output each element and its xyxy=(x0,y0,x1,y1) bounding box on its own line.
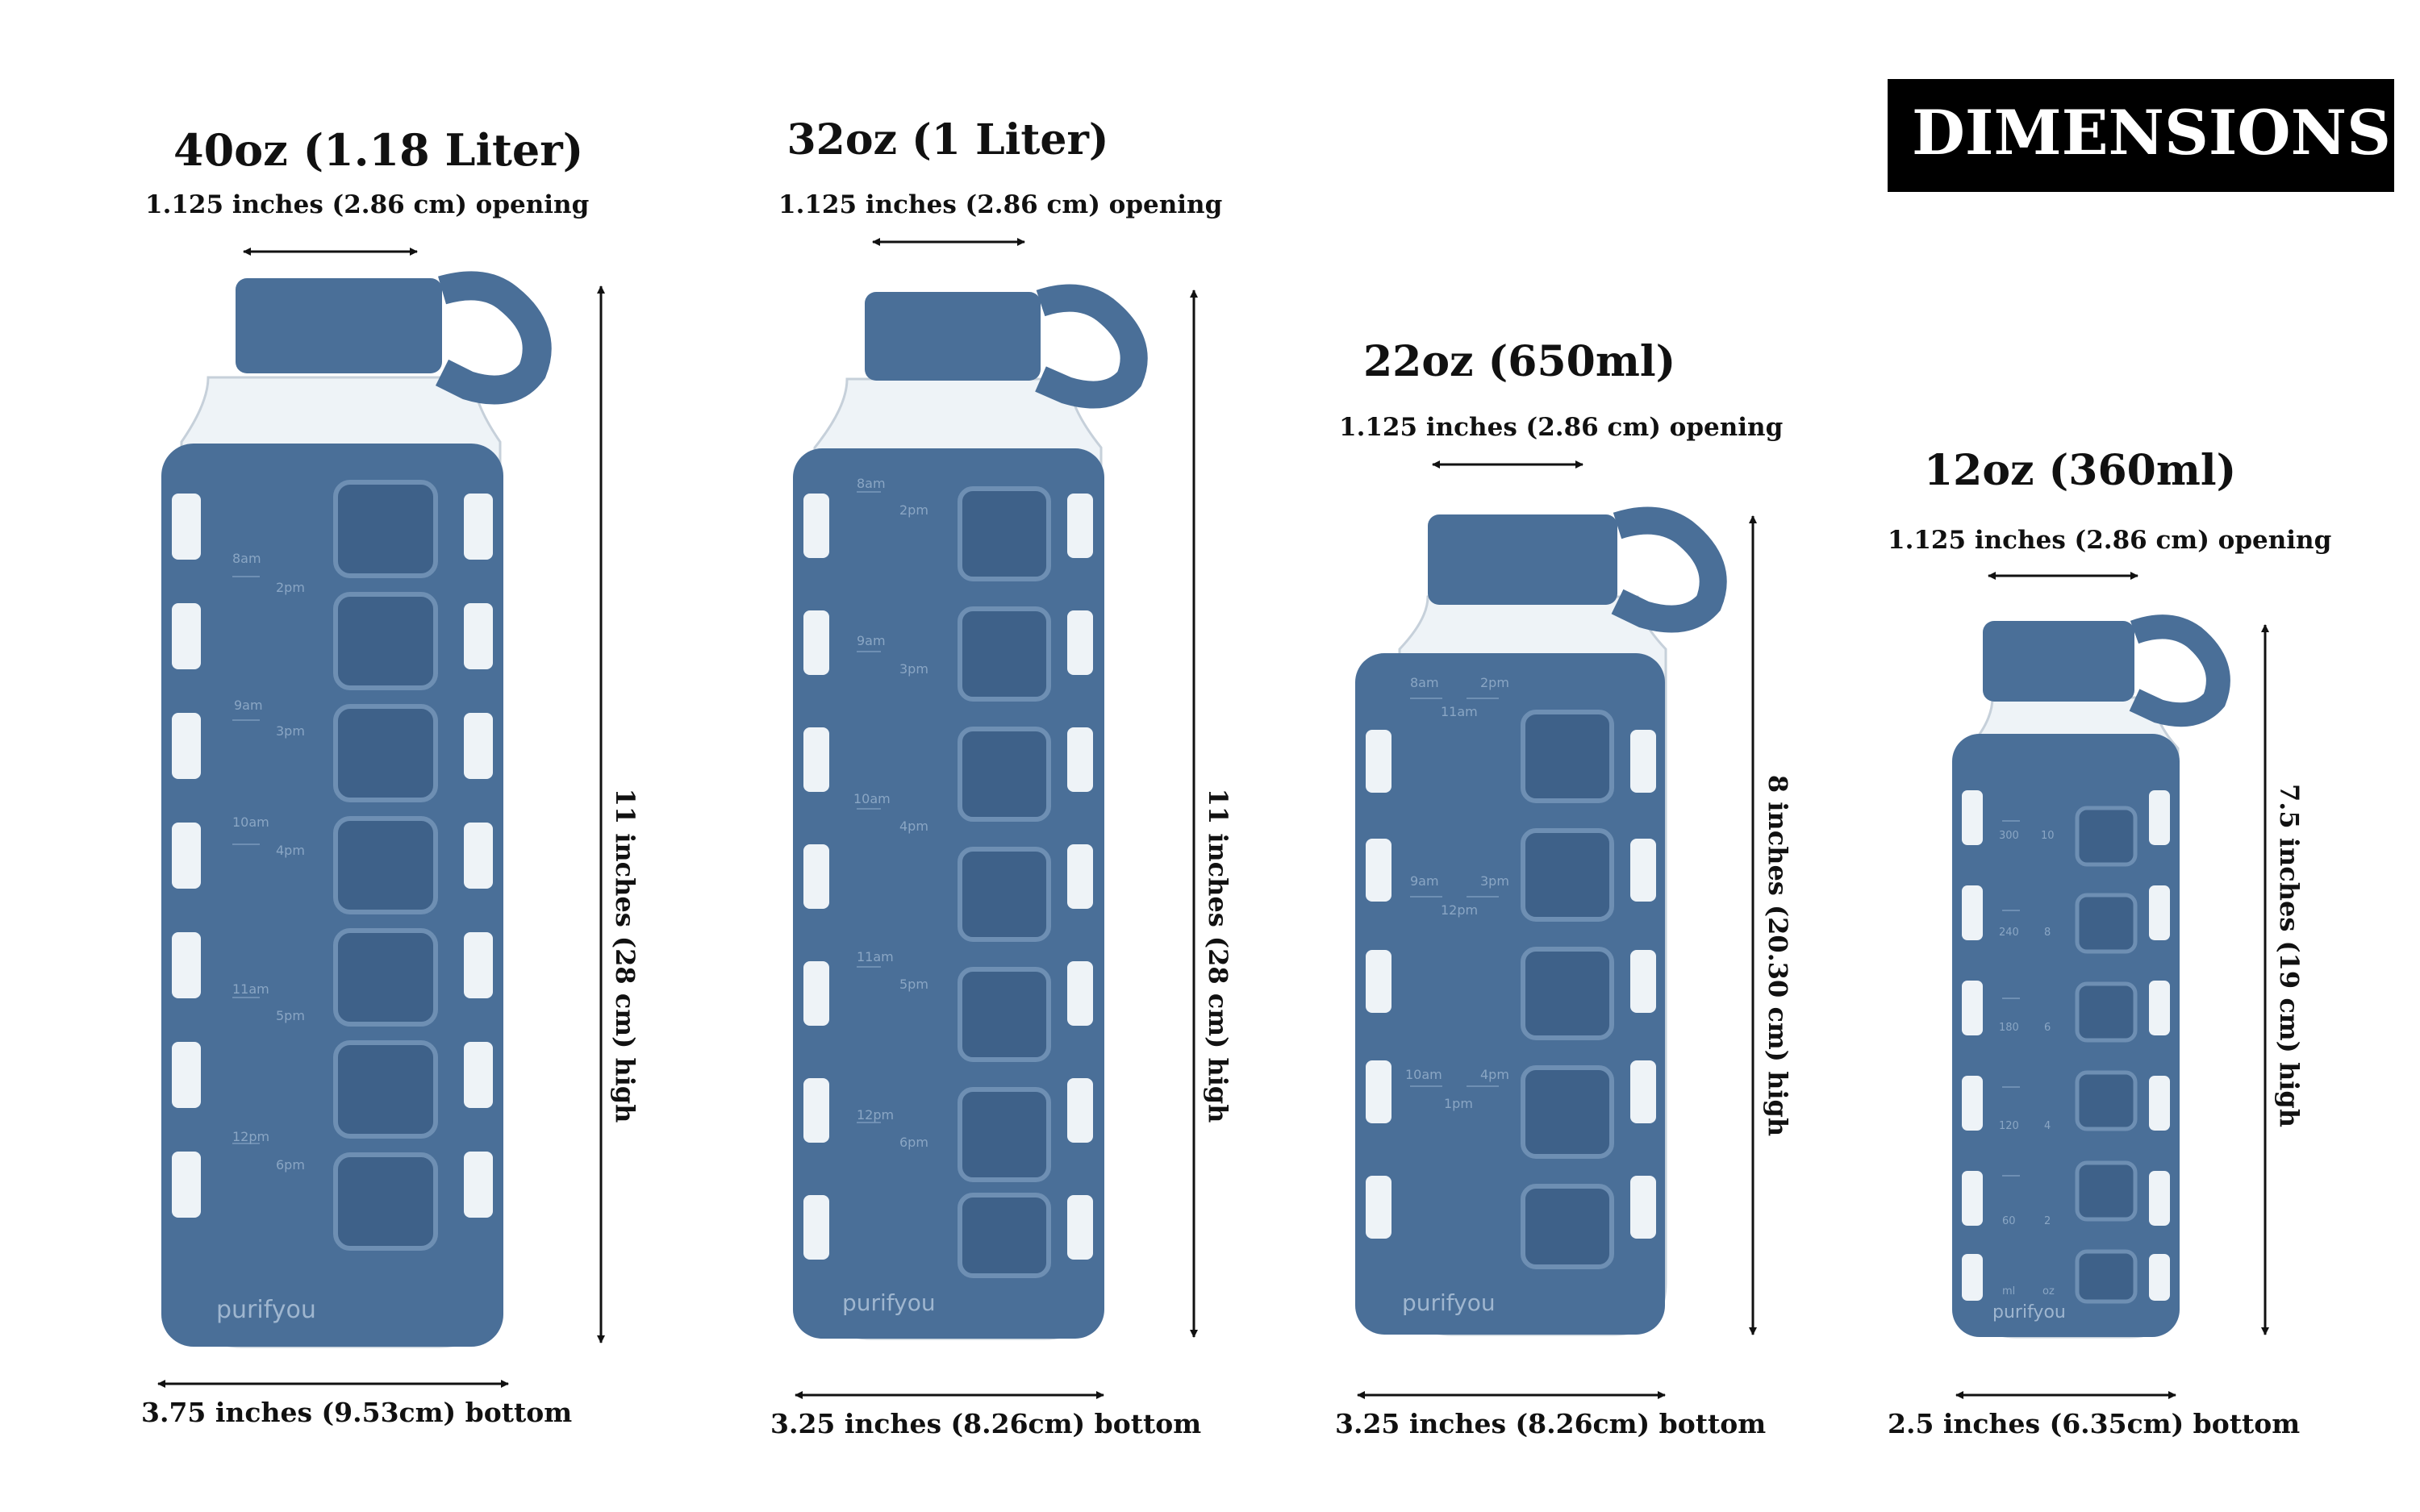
scale-label-32oz-right-5: 6pm xyxy=(899,1135,928,1150)
bottle-12oz-height: 7.5 inches (19 cm) high xyxy=(2274,784,2305,1127)
scale-label-12oz-right-4: 4 xyxy=(2044,1120,2051,1132)
scale-label-12oz-right-1: 10 xyxy=(2041,830,2055,842)
scale-label-32oz-right-1: 2pm xyxy=(899,502,928,518)
scale-label-40oz-right-4: 5pm xyxy=(276,1008,305,1023)
scale-label-22oz-right-1: 2pm xyxy=(1480,675,1509,690)
bottle-12oz-title: 12oz (360ml) xyxy=(1924,446,2237,495)
bottle-12oz-bottom: 2.5 inches (6.35cm) bottom xyxy=(1888,1408,2301,1439)
scale-label-12oz-left-5: 60 xyxy=(2002,1215,2016,1227)
scale-label-22oz-right-2: 3pm xyxy=(1480,873,1509,889)
bottle-22oz-sleeve xyxy=(1355,653,1665,1335)
bottle-40oz-opening: 1.125 inches (2.86 cm) opening xyxy=(145,190,590,219)
bottle-12oz-opening: 1.125 inches (2.86 cm) opening xyxy=(1888,526,2332,555)
scale-label-40oz-left-2: 9am xyxy=(234,698,263,713)
scale-label-32oz-left-5: 12pm xyxy=(857,1107,894,1123)
scale-label-32oz-right-2: 3pm xyxy=(899,661,928,677)
scale-label-12oz-right-3: 6 xyxy=(2044,1022,2051,1034)
scale-label-12oz-right-6: oz xyxy=(2042,1285,2055,1297)
scale-label-22oz-mid-3: 1pm xyxy=(1444,1096,1473,1111)
scale-label-40oz-right-1: 2pm xyxy=(276,580,305,595)
bottle-40oz-bottom: 3.75 inches (9.53cm) bottom xyxy=(141,1397,573,1428)
bottle-22oz xyxy=(1355,506,1727,1336)
scale-label-32oz-left-4: 11am xyxy=(857,949,894,964)
scale-label-40oz-left-3: 10am xyxy=(232,814,269,830)
bottle-12oz-cap xyxy=(1983,614,2230,727)
scale-label-12oz-left-4: 120 xyxy=(1999,1120,2019,1132)
scale-label-22oz-mid-2: 12pm xyxy=(1441,902,1478,918)
scale-label-12oz-left-6: ml xyxy=(2002,1285,2015,1297)
scale-label-32oz-left-2: 9am xyxy=(857,633,886,648)
bottle-40oz-cap xyxy=(236,271,552,405)
bottle-32oz-title: 32oz (1 Liter) xyxy=(786,115,1109,165)
scale-label-32oz-right-4: 5pm xyxy=(899,977,928,992)
scale-label-32oz-left-1: 8am xyxy=(857,476,886,491)
bottle-40oz-title: 40oz (1.18 Liter) xyxy=(173,124,584,176)
scale-label-22oz-left-1: 8am xyxy=(1410,675,1439,690)
bottle-40oz xyxy=(161,271,552,1348)
scale-label-40oz-right-3: 4pm xyxy=(276,843,305,858)
bottle-22oz-title: 22oz (650ml) xyxy=(1363,337,1676,386)
scale-label-12oz-left-3: 180 xyxy=(1999,1022,2019,1034)
bottle-12oz-sleeve xyxy=(1952,734,2180,1337)
bottle-12oz xyxy=(1952,614,2230,1339)
brand-12oz: purifyou xyxy=(1992,1302,2066,1322)
scale-label-12oz-right-2: 8 xyxy=(2044,927,2051,939)
brand-40oz: purifyou xyxy=(216,1296,316,1324)
scale-label-22oz-left-3: 10am xyxy=(1405,1067,1442,1082)
scale-label-40oz-right-2: 3pm xyxy=(276,723,305,739)
bottle-22oz-height: 8 inches (20.30 cm) high xyxy=(1763,774,1793,1137)
scale-label-22oz-left-2: 9am xyxy=(1410,873,1439,889)
scale-label-40oz-left-1: 8am xyxy=(232,551,261,566)
brand-wordmarks: purifyou purifyou purifyou purifyou xyxy=(216,1289,2066,1324)
brand-32oz: purifyou xyxy=(842,1289,936,1316)
scale-label-32oz-left-3: 10am xyxy=(853,791,891,806)
bottle-32oz-sleeve xyxy=(793,448,1104,1339)
bottle-22oz-bottom: 3.25 inches (8.26cm) bottom xyxy=(1335,1408,1767,1439)
bottle-32oz xyxy=(793,284,1148,1340)
scale-label-12oz-left-2: 240 xyxy=(1999,927,2019,939)
scale-label-22oz-mid-1: 11am xyxy=(1441,704,1478,719)
brand-22oz: purifyou xyxy=(1402,1289,1496,1316)
dimension-arrows xyxy=(157,238,2269,1399)
scale-label-12oz-left-1: 300 xyxy=(1999,830,2019,842)
scale-label-40oz-left-4: 11am xyxy=(232,981,269,997)
bottle-32oz-cap xyxy=(865,284,1148,409)
scale-label-12oz-right-5: 2 xyxy=(2044,1215,2051,1227)
dimensions-badge-label: DIMENSIONS xyxy=(1912,97,2391,169)
bottle-40oz-sleeve xyxy=(161,444,503,1347)
bottle-22oz-opening: 1.125 inches (2.86 cm) opening xyxy=(1339,413,1784,442)
bottle-22oz-cap xyxy=(1428,506,1727,633)
bottle-32oz-height: 11 inches (28 cm) high xyxy=(1203,788,1233,1123)
dimensions-badge: DIMENSIONS xyxy=(1888,79,2394,192)
bottle-40oz-height: 11 inches (28 cm) high xyxy=(610,788,640,1123)
bottle-32oz-opening: 1.125 inches (2.86 cm) opening xyxy=(778,190,1223,219)
scale-label-40oz-left-5: 12pm xyxy=(232,1129,269,1144)
sleeve-scale-labels: 8am 2pm 9am 3pm 10am 4pm 11am 5pm 12pm 6… xyxy=(232,476,2055,1297)
scale-label-22oz-right-3: 4pm xyxy=(1480,1067,1509,1082)
scale-label-32oz-right-3: 4pm xyxy=(899,818,928,834)
scale-label-40oz-right-5: 6pm xyxy=(276,1157,305,1173)
bottle-32oz-bottom: 3.25 inches (8.26cm) bottom xyxy=(770,1408,1202,1439)
